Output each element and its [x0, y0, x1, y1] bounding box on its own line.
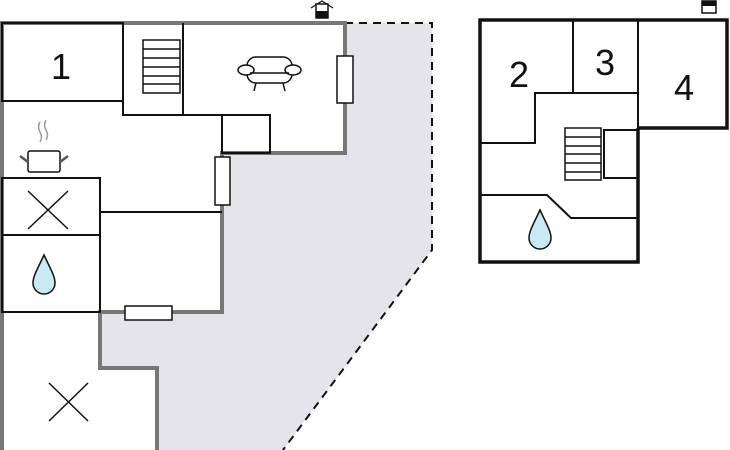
upper-floor: [478, 18, 729, 264]
terrace-area: [100, 23, 432, 450]
room-label-3: 3: [595, 42, 615, 83]
entrance-icon: [310, 0, 334, 19]
room-label-4: 4: [674, 67, 694, 108]
window: [124, 305, 173, 321]
room-label-1: 1: [51, 46, 71, 87]
cooking-pot-icon: [19, 119, 69, 173]
window: [336, 55, 354, 104]
terrace-dashed-border: [282, 22, 433, 450]
stairs-icon: [564, 127, 602, 181]
bedroom-x-icon: [48, 382, 89, 422]
closet: [221, 114, 271, 154]
water-drop-icon: [32, 253, 56, 295]
ground-floor-inner-walls: [1, 22, 271, 313]
window: [214, 156, 231, 206]
bedroom-x-icon: [27, 190, 69, 230]
sofa-icon: [237, 56, 302, 92]
stairs-icon: [142, 39, 181, 94]
entrance-icon: [701, 0, 717, 14]
room-label-2: 2: [509, 54, 529, 95]
ground-floor-outer-wall: [0, 21, 347, 450]
water-drop-icon: [528, 208, 552, 250]
